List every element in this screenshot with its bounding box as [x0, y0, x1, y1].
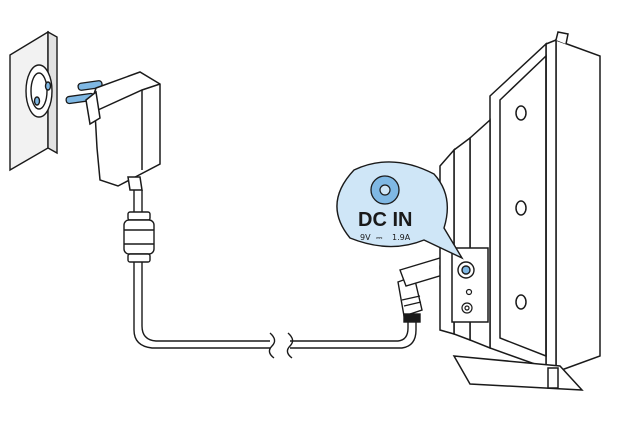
dc-cable-icon — [133, 190, 417, 349]
dc-plug-icon — [397, 257, 463, 323]
dc-symbol: ⎓ — [376, 233, 383, 242]
cable-break-icon — [268, 332, 294, 359]
power-adapter-icon — [85, 71, 161, 191]
dc-in-callout: DC IN 9V ⎓ 1.9A — [336, 161, 464, 260]
dc-in-title: DC IN — [358, 209, 412, 231]
wall-socket-icon — [9, 30, 58, 172]
dc-in-voltage: 9V — [360, 233, 371, 242]
rear-port-icons — [461, 288, 473, 314]
dc-jack-icon — [457, 261, 475, 279]
ferrite-core-icon — [123, 211, 155, 263]
speaker-device-icon — [439, 31, 601, 391]
dc-in-current: 1.9A — [392, 233, 411, 242]
